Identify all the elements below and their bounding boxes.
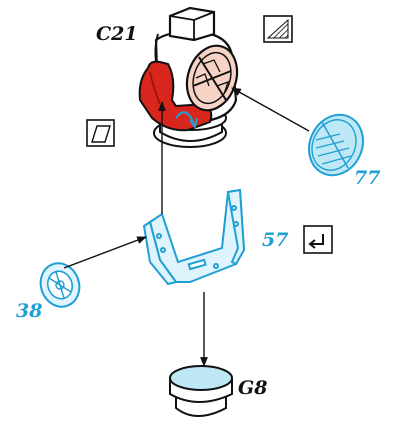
filter-disk — [185, 44, 239, 112]
label-head: C21 — [96, 23, 138, 45]
label-bracket: 57 — [262, 229, 289, 251]
return-arrow-box-icon — [303, 225, 333, 254]
bracket-part — [142, 188, 246, 286]
label-base: G8 — [238, 377, 268, 399]
parallelogram-box-icon — [86, 119, 115, 147]
camera-head — [138, 6, 239, 148]
lens-part — [308, 113, 364, 177]
connector-lines — [63, 87, 310, 367]
hatched-square-icon — [263, 15, 293, 43]
base-part — [169, 365, 233, 417]
label-knob: 38 — [16, 300, 43, 322]
label-lens: 77 — [354, 167, 381, 189]
knob-part — [39, 262, 81, 308]
